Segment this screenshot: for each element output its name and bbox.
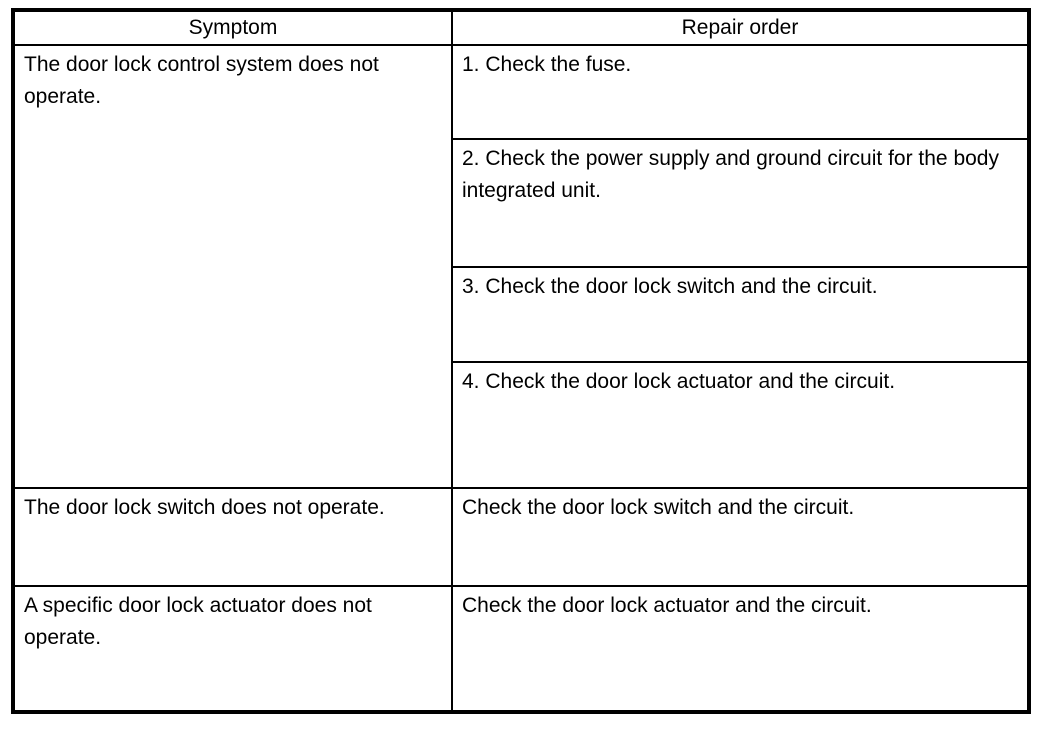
repair-cell-door-lock-switch: Check the door lock switch and the circu…	[451, 487, 1030, 587]
repair-step-cell-1: 1. Check the fuse.	[451, 44, 1030, 140]
table-row: The door lock control system does not op…	[12, 44, 1030, 489]
column-header-repair-order: Repair order	[451, 9, 1030, 46]
table-row: 4. Check the door lock actuator and the …	[13, 361, 1030, 489]
column-header-symptom: Symptom	[12, 9, 453, 46]
repair-step-cell-4: 4. Check the door lock actuator and the …	[451, 361, 1030, 489]
table-row: A specific door lock actuator does not o…	[12, 585, 1030, 713]
symptom-cell-door-lock-actuator: A specific door lock actuator does not o…	[12, 585, 453, 713]
table-header-row: Symptom Repair order	[12, 9, 1030, 46]
repair-cell-door-lock-actuator: Check the door lock actuator and the cir…	[451, 585, 1030, 713]
repair-step-cell-3: 3. Check the door lock switch and the ci…	[451, 266, 1030, 363]
symptom-repair-table: Symptom Repair order The door lock contr…	[11, 8, 1031, 714]
symptom-cell-door-lock-switch: The door lock switch does not operate.	[12, 487, 453, 587]
table-row: The door lock switch does not operate. C…	[12, 487, 1030, 587]
repair-step-cell-2: 2. Check the power supply and ground cir…	[451, 138, 1030, 268]
table-row: 2. Check the power supply and ground cir…	[13, 138, 1030, 268]
table-row: 3. Check the door lock switch and the ci…	[13, 266, 1030, 363]
symptom-cell-door-lock-control-system: The door lock control system does not op…	[12, 44, 453, 489]
